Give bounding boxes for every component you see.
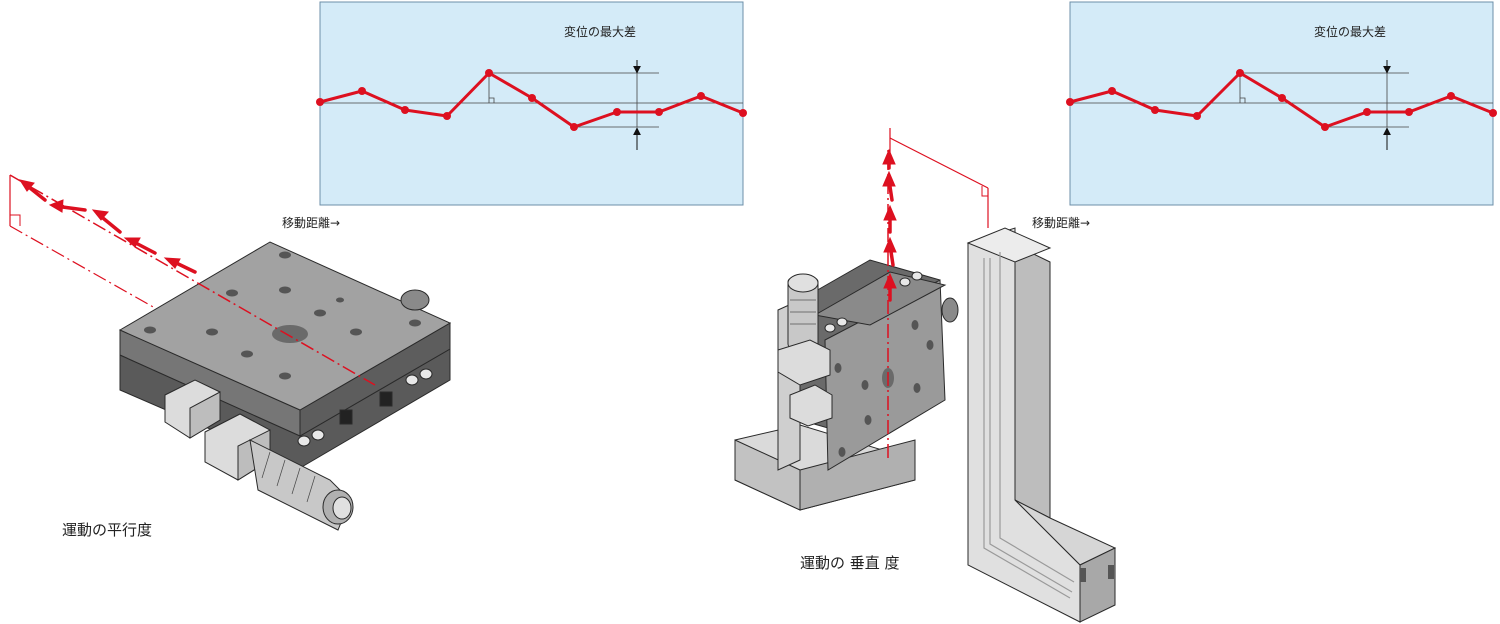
max-diff-label-right: 変位の最大差	[1314, 24, 1386, 39]
l-square-illustration	[966, 227, 1117, 623]
caption-parallelism: 運動の平行度	[62, 521, 152, 539]
vertical-stage-illustration	[734, 259, 959, 511]
data-points-right	[1066, 69, 1497, 131]
caption-perpendicularity: 運動の 垂直 度	[800, 554, 900, 572]
parallelism-trace	[9, 174, 376, 386]
perpendicularity-trace	[882, 128, 989, 458]
max-diff-label-left: 変位の最大差	[564, 24, 636, 39]
linear-stage-illustration	[118, 241, 452, 531]
parallelism-graph: 変位の最大差 移動距離→	[282, 1, 747, 230]
data-points-left	[316, 69, 747, 131]
x-axis-label-left: 移動距離→	[282, 216, 340, 230]
x-axis-label-right: 移動距離→	[1032, 216, 1090, 230]
perpendicularity-graph: 変位の最大差 移動距離→	[1032, 1, 1497, 230]
